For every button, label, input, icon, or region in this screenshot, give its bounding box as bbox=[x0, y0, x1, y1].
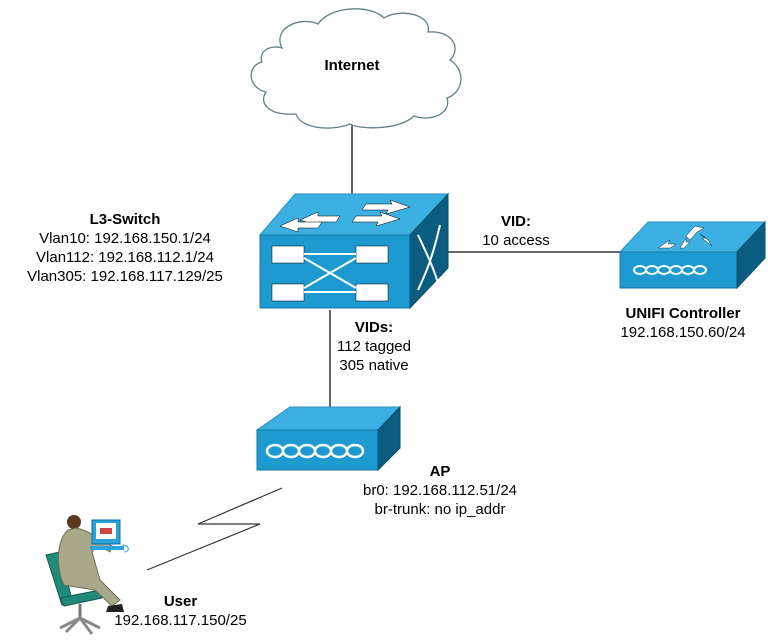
internet-label: Internet bbox=[312, 56, 392, 75]
unifi-controller-label: UNIFI Controller 192.168.150.60/24 bbox=[600, 304, 766, 342]
vids-native: 305 native bbox=[339, 357, 409, 374]
l3-switch-vlan112: Vlan112: 192.168.112.1/24 bbox=[36, 249, 214, 266]
ap-label: AP br0: 192.168.112.51/24 br-trunk: no i… bbox=[350, 462, 530, 519]
ap-title: AP bbox=[429, 463, 451, 480]
l3-switch-label: L3-Switch Vlan10: 192.168.150.1/24 Vlan1… bbox=[0, 210, 250, 286]
access-point-icon bbox=[255, 405, 402, 472]
user-workstation-icon bbox=[45, 515, 129, 635]
vid-value: 10 access bbox=[482, 232, 550, 249]
unifi-controller-icon bbox=[618, 220, 767, 290]
vid-title: VID: bbox=[501, 213, 531, 230]
vids-title: VIDs: bbox=[354, 319, 394, 336]
l3-switch-vlan305: Vlan305: 192.168.117.129/25 bbox=[27, 268, 223, 285]
l3-switch-vlan10: Vlan10: 192.168.150.1/24 bbox=[39, 230, 211, 247]
user-title: User bbox=[163, 593, 198, 610]
internet-cloud-icon bbox=[250, 8, 462, 129]
ap-br-trunk: br-trunk: no ip_addr bbox=[374, 501, 506, 518]
l3-switch-title: L3-Switch bbox=[89, 211, 161, 228]
unifi-controller-ip: 192.168.150.60/24 bbox=[620, 324, 746, 341]
l3-switch-icon bbox=[258, 192, 450, 310]
vids-tagged: 112 tagged bbox=[337, 338, 411, 355]
user-label: User 192.168.117.150/25 bbox=[98, 592, 263, 630]
unifi-controller-title: UNIFI Controller bbox=[625, 305, 741, 322]
user-ip: 192.168.117.150/25 bbox=[114, 612, 247, 629]
ap-br0: br0: 192.168.112.51/24 bbox=[362, 482, 518, 499]
switch-ap-vids-label: VIDs: 112 tagged 305 native bbox=[324, 318, 424, 375]
wireless-link-ap-user bbox=[146, 487, 283, 571]
switch-controller-vid-label: VID: 10 access bbox=[466, 212, 566, 250]
internet-title: Internet bbox=[324, 57, 380, 74]
